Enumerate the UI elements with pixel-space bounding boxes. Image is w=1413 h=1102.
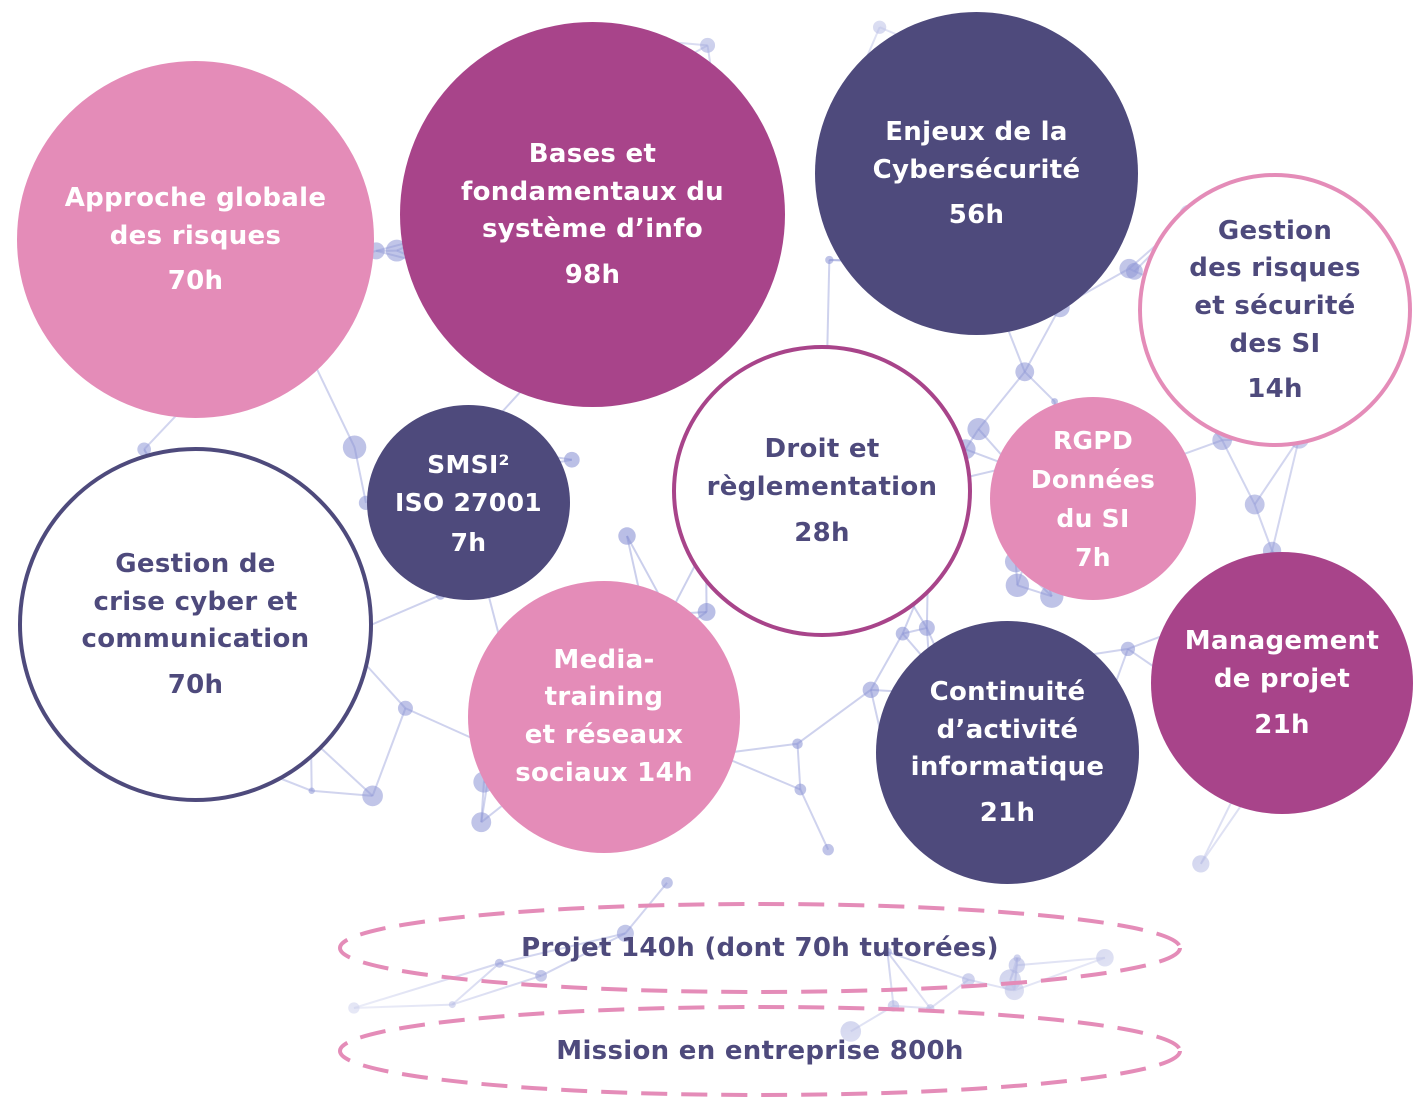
module-hours: 56h — [948, 200, 1005, 231]
module-hours: 21h — [1254, 709, 1310, 740]
projet-label: Projet 140h (dont 70h tutorées) — [521, 933, 999, 963]
module-title: SMSI² ISO 27001 — [395, 449, 542, 518]
module-smsi-iso: SMSI² ISO 27001 7h — [367, 405, 570, 600]
module-title: Approche globale des risques — [64, 182, 327, 251]
dashed-ellipse — [338, 902, 1182, 994]
module-hours: 28h — [794, 517, 850, 548]
module-approche-globale: Approche globale des risques 70h — [17, 61, 374, 418]
module-media-training: Media- training et réseaux sociaux 14h — [468, 581, 740, 853]
module-hours: 21h — [979, 798, 1036, 829]
module-gestion-risques-si: Gestion des risques et sécurité des SI 1… — [1138, 173, 1412, 447]
projet-oval: Projet 140h (dont 70h tutorées) — [336, 898, 1184, 998]
module-hours: 70h — [167, 266, 224, 297]
module-hours: 14h — [1247, 374, 1303, 405]
module-droit-reglementation: Droit et règlementation 28h — [672, 345, 972, 637]
module-title: RGPD Données du SI — [1030, 426, 1156, 533]
module-title: Gestion des risques et sécurité des SI — [1189, 215, 1361, 359]
module-continuite-activite: Continuité d’activité informatique 21h — [876, 621, 1139, 884]
module-rgpd: RGPD Données du SI 7h — [990, 397, 1196, 600]
module-enjeux-cybersecurite: Enjeux de la Cybersécurité 56h — [815, 12, 1138, 335]
mission-oval: Mission en entreprise 800h — [336, 1001, 1184, 1101]
dashed-ellipse — [338, 1005, 1182, 1097]
module-hours: 7h — [1075, 543, 1111, 573]
module-title: Enjeux de la Cybersécurité — [872, 116, 1081, 185]
module-title: Droit et règlementation — [706, 434, 938, 503]
module-title: Gestion de crise cyber et communication — [81, 549, 310, 655]
module-title: Management de projet — [1184, 626, 1380, 695]
module-hours: 70h — [167, 670, 224, 701]
module-gestion-crise: Gestion de crise cyber et communication … — [18, 447, 373, 802]
module-title: Bases et fondamentaux du système d’info — [460, 139, 724, 245]
module-hours: 7h — [450, 528, 487, 557]
module-title: Media- training et réseaux sociaux 14h — [515, 644, 693, 788]
module-bases-fondamentaux: Bases et fondamentaux du système d’info … — [400, 22, 785, 407]
module-title: Continuité d’activité informatique — [910, 677, 1105, 783]
module-management-projet: Management de projet 21h — [1151, 552, 1413, 814]
mission-label: Mission en entreprise 800h — [556, 1036, 964, 1066]
module-hours: 98h — [564, 260, 621, 291]
